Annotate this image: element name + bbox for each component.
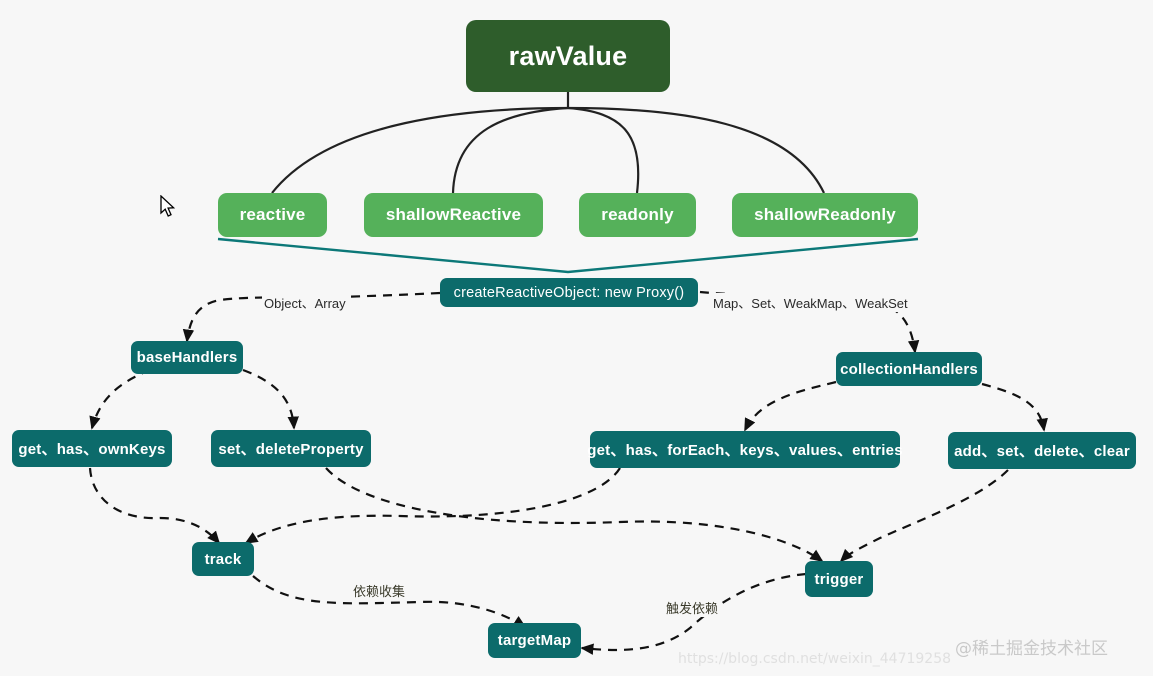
edge-label-map-set-weakmap-weakset: Map、Set、WeakMap、WeakSet bbox=[711, 293, 910, 312]
node-targetmap-label: targetMap bbox=[497, 632, 572, 649]
edge-basehandlers-to-gethasownkeys bbox=[89, 368, 151, 430]
edge-label-object-array-text: Object、Array bbox=[264, 296, 346, 311]
edge-label-trigger-dependency: 触发依赖 bbox=[664, 598, 721, 617]
node-rawvalue-label: rawValue bbox=[508, 40, 628, 71]
node-createreactiveobject-label: createReactiveObject: new Proxy() bbox=[453, 284, 685, 301]
node-reactive[interactable]: reactive bbox=[218, 193, 327, 237]
edge-label-object-array: Object、Array bbox=[262, 293, 348, 312]
watermark-url: https://blog.csdn.net/weixin_44719258 bbox=[678, 651, 951, 667]
edge-root-to-readonly bbox=[567, 106, 640, 194]
edge-setdeleteproperty-to-trigger bbox=[325, 467, 824, 563]
node-basehandlers-label: baseHandlers bbox=[136, 349, 238, 366]
node-rawvalue[interactable]: rawValue bbox=[466, 20, 670, 92]
edge-collectionhandlers-to-collectionsets bbox=[981, 382, 1048, 432]
edge-root-to-shallowreactive bbox=[451, 106, 569, 194]
node-base-set-traps-label: set、deleteProperty bbox=[218, 441, 364, 458]
watermark-brand-text: @稀土掘金技术社区 bbox=[955, 639, 1108, 659]
node-shallowreadonly-label: shallowReadonly bbox=[754, 205, 896, 224]
node-collection-set-traps-label: add、set、delete、clear bbox=[954, 443, 1130, 460]
edge-label-map-set-weakmap-weakset-text: Map、Set、WeakMap、WeakSet bbox=[713, 296, 908, 311]
edge-label-dependency-collect: 依赖收集 bbox=[351, 581, 408, 600]
edge-collectiongets-to-track bbox=[244, 467, 621, 544]
node-collectionhandlers-label: collectionHandlers bbox=[840, 360, 978, 378]
node-trigger[interactable]: trigger bbox=[805, 561, 873, 597]
node-base-set-traps[interactable]: set、deleteProperty bbox=[211, 430, 371, 467]
node-reactive-label: reactive bbox=[239, 205, 306, 224]
node-basehandlers[interactable]: baseHandlers bbox=[131, 341, 243, 374]
watermark-brand: @稀土掘金技术社区 bbox=[955, 634, 1108, 659]
edge-label-dependency-collect-text: 依赖收集 bbox=[353, 584, 406, 599]
node-base-get-traps-label: get、has、ownKeys bbox=[18, 441, 166, 458]
node-base-get-traps[interactable]: get、has、ownKeys bbox=[12, 430, 172, 467]
edge-collectionsets-to-trigger bbox=[839, 469, 1009, 563]
node-shallowreactive-label: shallowReactive bbox=[385, 205, 522, 224]
edge-label-trigger-dependency-text: 触发依赖 bbox=[666, 601, 719, 616]
node-track-label: track bbox=[204, 550, 242, 568]
edge-collectionhandlers-to-collectiongets bbox=[744, 380, 837, 432]
edge-root-to-reactive bbox=[271, 106, 569, 194]
node-trigger-label: trigger bbox=[814, 570, 864, 588]
node-createreactiveobject[interactable]: createReactiveObject: new Proxy() bbox=[440, 278, 698, 307]
edge-root-to-shallowreadonly bbox=[567, 106, 825, 194]
edge-gethasownkeys-to-track bbox=[88, 467, 221, 545]
node-readonly-label: readonly bbox=[601, 205, 674, 224]
mouse-cursor-icon bbox=[160, 195, 176, 217]
node-readonly[interactable]: readonly bbox=[579, 193, 696, 237]
node-collection-get-traps[interactable]: get、has、forEach、keys、values、entries bbox=[587, 431, 903, 468]
watermark-url-text: https://blog.csdn.net/weixin_44719258 bbox=[678, 651, 952, 667]
node-track[interactable]: track bbox=[192, 542, 254, 576]
node-shallowreactive[interactable]: shallowReactive bbox=[364, 193, 543, 237]
funnel-bracket bbox=[217, 237, 919, 274]
node-collection-set-traps[interactable]: add、set、delete、clear bbox=[948, 432, 1136, 469]
node-targetmap[interactable]: targetMap bbox=[488, 623, 581, 658]
edge-basehandlers-to-setdeleteproperty bbox=[242, 368, 299, 430]
node-collection-get-traps-label: get、has、forEach、keys、values、entries bbox=[587, 442, 903, 459]
node-collectionhandlers[interactable]: collectionHandlers bbox=[836, 352, 982, 386]
node-shallowreadonly[interactable]: shallowReadonly bbox=[732, 193, 918, 237]
